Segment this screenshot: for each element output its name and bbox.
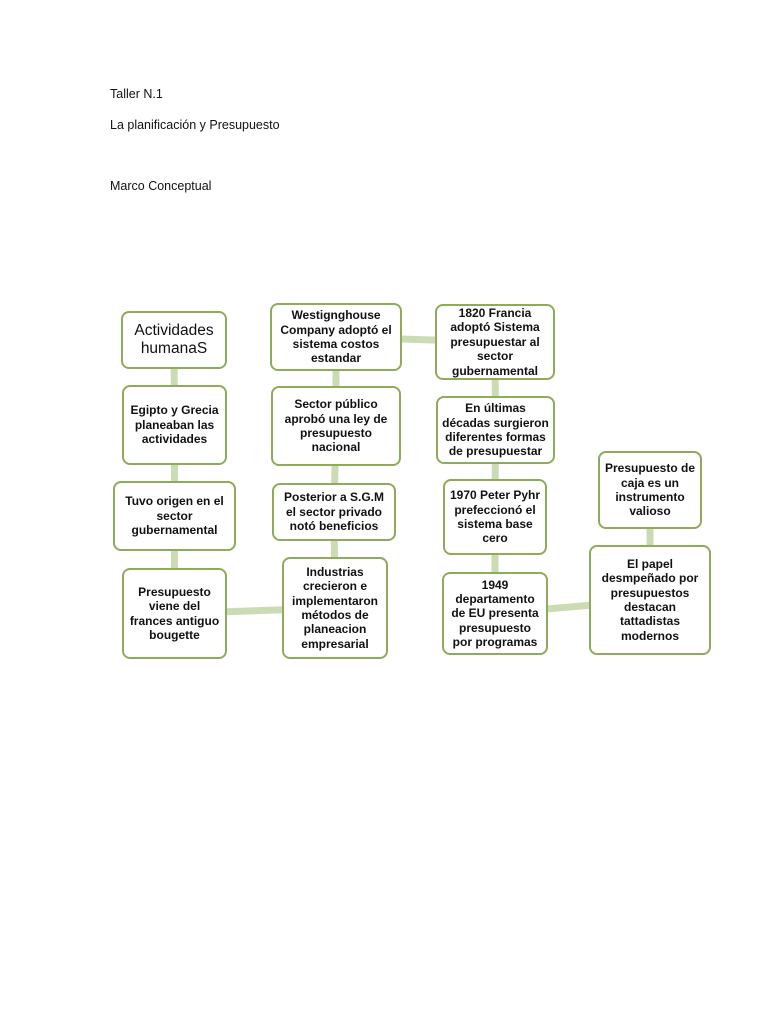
concept-node-n11: 1970 Peter Pyhr prefeccionó el sistema b… (443, 479, 547, 555)
concept-node-n4: Presupuesto viene del frances antiguo bo… (122, 568, 227, 659)
section-title: Marco Conceptual (110, 179, 212, 193)
concept-node-n14: Presupuesto de caja es un instrumento va… (598, 451, 702, 529)
concept-node-n1: Actividades humanaS (121, 311, 227, 369)
concept-node-n13: El papel desmpeñado por presupuestos des… (589, 545, 711, 655)
concept-node-n6: Posterior a S.G.M el sector privado notó… (272, 483, 396, 541)
concept-node-n8: Westignghouse Company adoptó el sistema … (270, 303, 402, 371)
concept-node-n2: Egipto y Grecia planeaban las actividade… (122, 385, 227, 465)
page-subtitle: La planificación y Presupuesto (110, 118, 280, 132)
concept-node-n10: En últimas décadas surgieron diferentes … (436, 396, 555, 464)
page-title: Taller N.1 (110, 87, 163, 101)
concept-node-n9: 1820 Francia adoptó Sistema presupuestar… (435, 304, 555, 380)
concept-node-n5: Industrias crecieron e implementaron mét… (282, 557, 388, 659)
concept-node-n3: Tuvo origen en el sector gubernamental (113, 481, 236, 551)
concept-node-n12: 1949 departamento de EU presenta presupu… (442, 572, 548, 655)
concept-node-n7: Sector público aprobó una ley de presupu… (271, 386, 401, 466)
